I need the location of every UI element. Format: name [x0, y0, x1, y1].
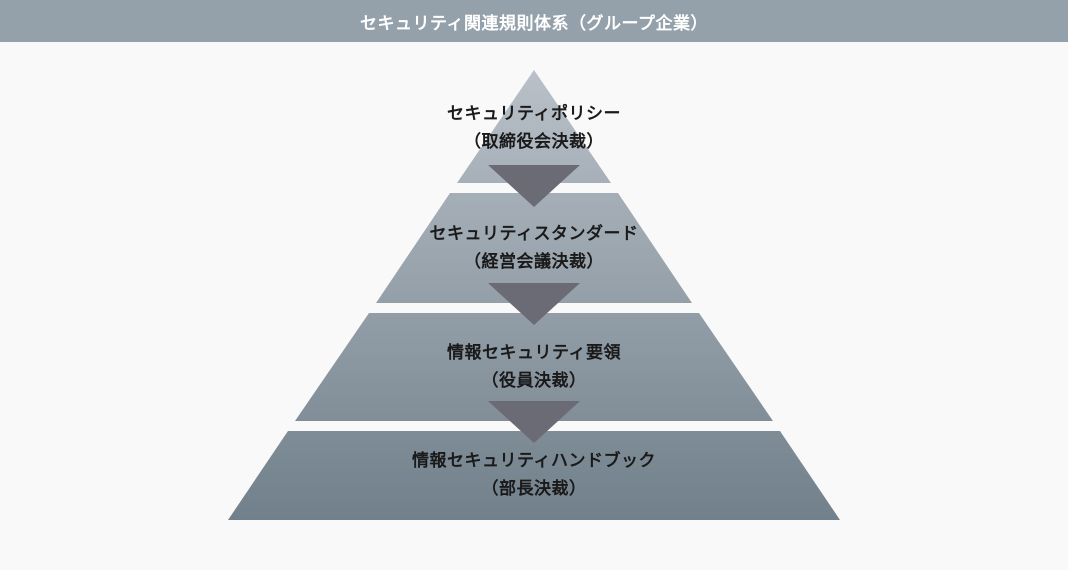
down-arrow-icon — [488, 165, 580, 207]
pyramid-tier-2 — [376, 193, 692, 303]
pyramid-tier-3 — [295, 313, 773, 421]
tier-1-label: セキュリティポリシー （取締役会決裁） — [0, 100, 1068, 156]
down-arrow-icon — [488, 283, 580, 325]
tier-3-label: 情報セキュリティ要領 （役員決裁） — [0, 339, 1068, 395]
tier-4-label: 情報セキュリティハンドブック （部長決裁） — [0, 447, 1068, 503]
tier-4-title: 情報セキュリティハンドブック — [412, 451, 656, 470]
page-title: セキュリティ関連規則体系（グループ企業） — [360, 13, 708, 33]
tier-2-label: セキュリティスタンダード （経営会議決裁） — [0, 220, 1068, 276]
tier-4-approval: （部長決裁） — [481, 479, 587, 498]
tier-1-title: セキュリティポリシー — [447, 104, 621, 123]
tier-1-approval: （取締役会決裁） — [464, 132, 604, 151]
down-arrow-icon — [488, 401, 580, 443]
pyramid-tier-4 — [228, 431, 840, 520]
tier-3-approval: （役員決裁） — [481, 371, 587, 390]
tier-2-approval: （経営会議決裁） — [464, 252, 604, 271]
header-bar: セキュリティ関連規則体系（グループ企業） — [0, 0, 1068, 42]
tier-2-title: セキュリティスタンダード — [429, 224, 639, 243]
pyramid-tier-1 — [457, 70, 611, 183]
tier-3-title: 情報セキュリティ要領 — [447, 343, 621, 362]
